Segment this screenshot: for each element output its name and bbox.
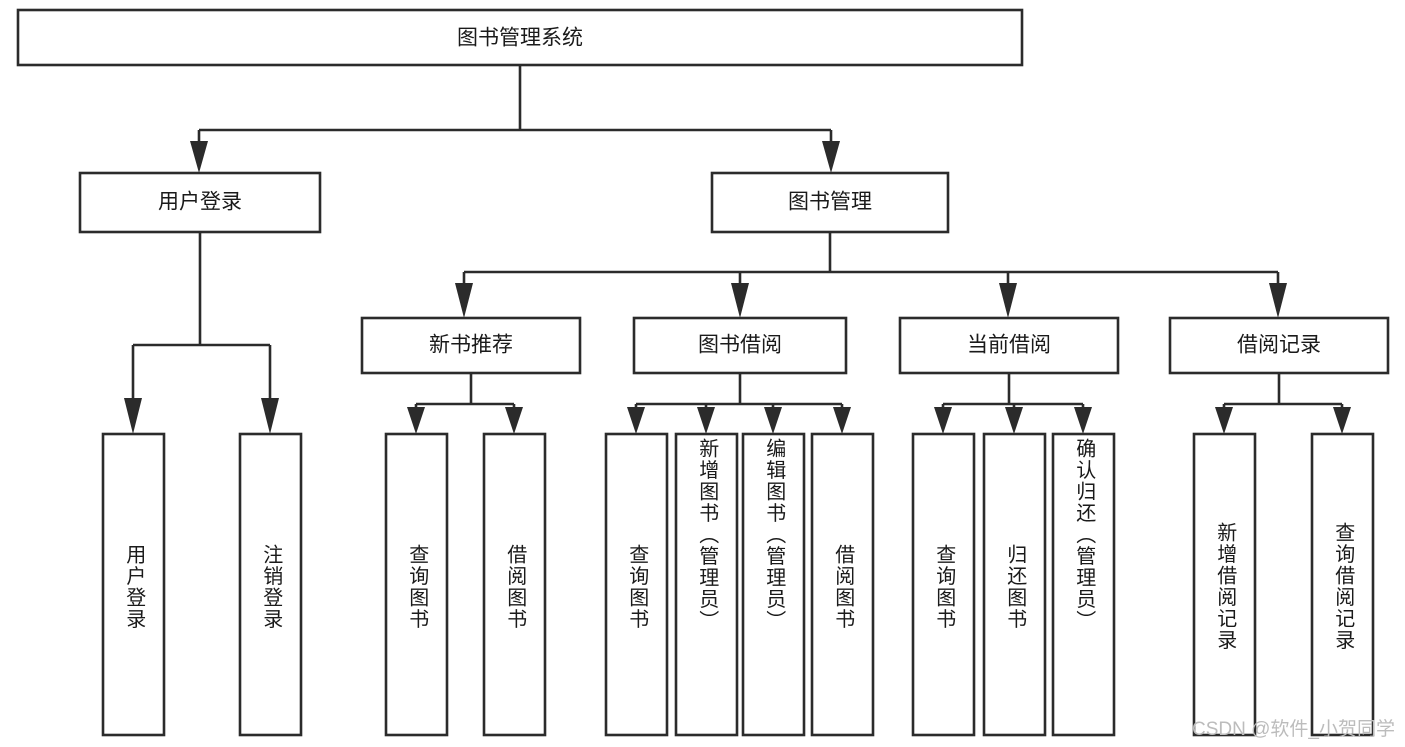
node-book-manage[interactable]: 图书管理 [710, 171, 950, 234]
arrow-to-borrow-record [1269, 283, 1287, 318]
leaf-query-book-1-label: 查询图书 [405, 543, 428, 630]
node-new-book-rec-label: 新书推荐 [429, 334, 513, 357]
leaf-borrow-book-1[interactable]: 借阅图书 [484, 434, 545, 735]
leaf-confirm-return-admin[interactable]: 确认归还（管理员） [1053, 434, 1114, 735]
arrow-to-book-manage [822, 141, 840, 173]
node-root-label: 图书管理系统 [457, 27, 583, 50]
leaf-query-book-1[interactable]: 查询图书 [386, 434, 447, 735]
leaf-query-borrow-record[interactable]: 查询借阅记录 [1312, 434, 1373, 735]
leaf-box-logout[interactable] [238, 432, 303, 737]
node-user-login[interactable]: 用户登录 [78, 171, 322, 234]
leaf-confirm-return-admin-label: 确认归还（管理员） [1072, 438, 1095, 632]
arrow-borrowrecord-leaf-1 [1215, 407, 1233, 434]
arrow-to-book-borrow [731, 283, 749, 318]
leaf-edit-book-admin-label: 编辑图书（管理员） [762, 438, 785, 632]
arrow-to-current-borrow [999, 283, 1017, 318]
leaf-box-confirm-return-admin[interactable] [1051, 432, 1116, 737]
leaf-borrow-book-2-label: 借阅图书 [831, 543, 854, 630]
node-root-box[interactable] [16, 8, 1024, 67]
leaf-add-book-admin[interactable]: 新增图书（管理员） [676, 434, 737, 735]
leaf-box-add-book-admin[interactable] [674, 432, 739, 737]
node-book-borrow-box[interactable] [632, 316, 848, 375]
csdn-watermark: CSDN @软件_小贺同学 [1192, 719, 1395, 740]
leaf-box-query-book-2[interactable] [604, 432, 669, 737]
arrow-bookborrow-leaf-1 [627, 407, 645, 434]
leaf-add-borrow-record-label: 新增借阅记录 [1213, 522, 1236, 651]
leaf-add-borrow-record[interactable]: 新增借阅记录 [1194, 434, 1255, 735]
node-root[interactable]: 图书管理系统 [16, 8, 1024, 67]
node-book-borrow[interactable]: 图书借阅 [632, 316, 848, 375]
leaf-add-book-admin-label: 新增图书（管理员） [695, 438, 718, 632]
node-borrow-record[interactable]: 借阅记录 [1168, 316, 1390, 375]
leaf-box-borrow-book-2[interactable] [810, 432, 875, 737]
leaf-box-query-borrow-record[interactable] [1310, 432, 1375, 737]
arrow-currentborrow-leaf-3 [1074, 407, 1092, 434]
node-current-borrow[interactable]: 当前借阅 [898, 316, 1120, 375]
leaf-borrow-book-2[interactable]: 借阅图书 [812, 434, 873, 735]
arrow-currentborrow-leaf-2 [1005, 407, 1023, 434]
arrow-bookborrow-leaf-4 [833, 407, 851, 434]
leaf-user-login[interactable]: 用户登录 [103, 434, 164, 735]
node-current-borrow-label: 当前借阅 [967, 334, 1051, 357]
arrow-bookborrow-leaf-3 [764, 407, 782, 434]
leaf-box-query-book-1[interactable] [384, 432, 449, 737]
node-borrow-record-box[interactable] [1168, 316, 1390, 375]
leaf-edit-book-admin[interactable]: 编辑图书（管理员） [743, 434, 804, 735]
node-book-borrow-label: 图书借阅 [698, 334, 782, 357]
node-user-login-label: 用户登录 [158, 191, 242, 214]
arrow-newbook-leaf-1 [407, 407, 425, 434]
node-new-book-rec[interactable]: 新书推荐 [360, 316, 582, 375]
leaf-box-borrow-book-1[interactable] [482, 432, 547, 737]
leaf-user-login-label: 用户登录 [122, 543, 145, 630]
leaf-return-book[interactable]: 归还图书 [984, 434, 1045, 735]
node-new-book-rec-box[interactable] [360, 316, 582, 375]
arrow-to-leaf-logout [261, 398, 279, 434]
node-book-manage-label: 图书管理 [788, 191, 872, 214]
arrow-borrowrecord-leaf-2 [1333, 407, 1351, 434]
arrow-currentborrow-leaf-1 [934, 407, 952, 434]
leaf-query-borrow-record-label: 查询借阅记录 [1331, 522, 1354, 651]
node-book-manage-box[interactable] [710, 171, 950, 234]
leaf-query-book-2-label: 查询图书 [625, 543, 648, 630]
arrow-to-user-login [190, 141, 208, 173]
arrow-newbook-leaf-2 [505, 407, 523, 434]
leaf-logout-label: 注销登录 [259, 543, 282, 630]
arrow-bookborrow-leaf-2 [697, 407, 715, 434]
arrow-to-leaf-user-login [124, 398, 142, 434]
leaf-query-book-3[interactable]: 查询图书 [913, 434, 974, 735]
leaf-query-book-2[interactable]: 查询图书 [606, 434, 667, 735]
leaf-box-user-login[interactable] [101, 432, 166, 737]
leaf-return-book-label: 归还图书 [1003, 543, 1026, 630]
leaf-box-query-book-3[interactable] [911, 432, 976, 737]
leaf-logout[interactable]: 注销登录 [240, 434, 301, 735]
leaf-box-edit-book-admin[interactable] [741, 432, 806, 737]
arrow-to-new-book-rec [455, 283, 473, 318]
node-user-login-box[interactable] [78, 171, 322, 234]
node-borrow-record-label: 借阅记录 [1237, 334, 1321, 357]
leaf-query-book-3-label: 查询图书 [932, 543, 955, 630]
leaf-borrow-book-1-label: 借阅图书 [503, 543, 526, 630]
leaf-box-return-book[interactable] [982, 432, 1047, 737]
leaf-box-add-borrow-record[interactable] [1192, 432, 1257, 737]
